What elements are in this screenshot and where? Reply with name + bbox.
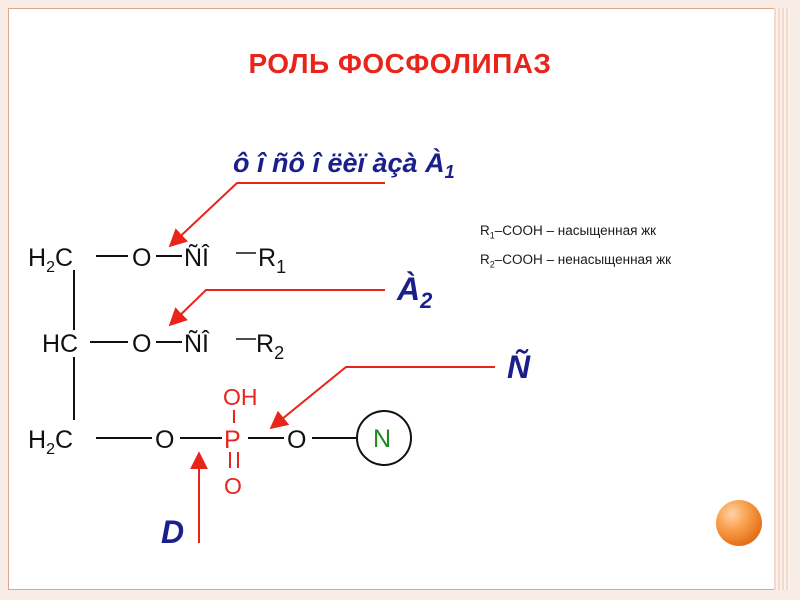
- row3-oxygen-left: O: [155, 426, 174, 454]
- slide-title: РОЛЬ ФОСФОЛИПАЗ: [248, 48, 552, 79]
- arrow-a1: [168, 182, 385, 248]
- decorative-orb: [716, 500, 762, 546]
- arrow-c: [269, 366, 495, 430]
- enzyme-c-label: Ñ: [507, 349, 531, 385]
- phosphate-oxygen-bottom: O: [224, 473, 242, 499]
- note-unsaturated: R2–COOH – ненасыщенная жк: [480, 251, 672, 270]
- fatty-acid-notes: R1–COOH – насыщенная жк R2–COOH – ненасы…: [480, 219, 770, 276]
- head-group-circle: [356, 410, 412, 466]
- row2-r-group: R2: [256, 330, 284, 363]
- enzyme-a2-label: À2: [396, 271, 433, 313]
- note-saturated: R1–COOH – насыщенная жк: [480, 223, 657, 241]
- phosphate-oh: OH: [223, 384, 258, 410]
- row2-oxygen: O: [132, 330, 151, 358]
- slide-frame: [8, 8, 790, 590]
- row1-carbon: H2C: [28, 244, 73, 276]
- phosphorus-atom: P: [224, 426, 241, 454]
- enzyme-a1-label: ô î ñô î ëèï àçà À1: [233, 147, 455, 182]
- head-group-n: N: [373, 425, 391, 453]
- decorative-stripe: [774, 8, 790, 590]
- row2-acyl: ÑÎ: [184, 329, 210, 358]
- row1-acyl: ÑÎ: [184, 243, 210, 272]
- arrow-a2: [168, 289, 385, 327]
- row3-carbon: H2C: [28, 426, 73, 458]
- row2-carbon: HC: [42, 330, 78, 358]
- row3-oxygen-right: O: [287, 426, 306, 454]
- row1-r-group: R1: [258, 244, 286, 277]
- enzyme-d-label: D: [161, 514, 184, 550]
- row1-oxygen: O: [132, 244, 151, 272]
